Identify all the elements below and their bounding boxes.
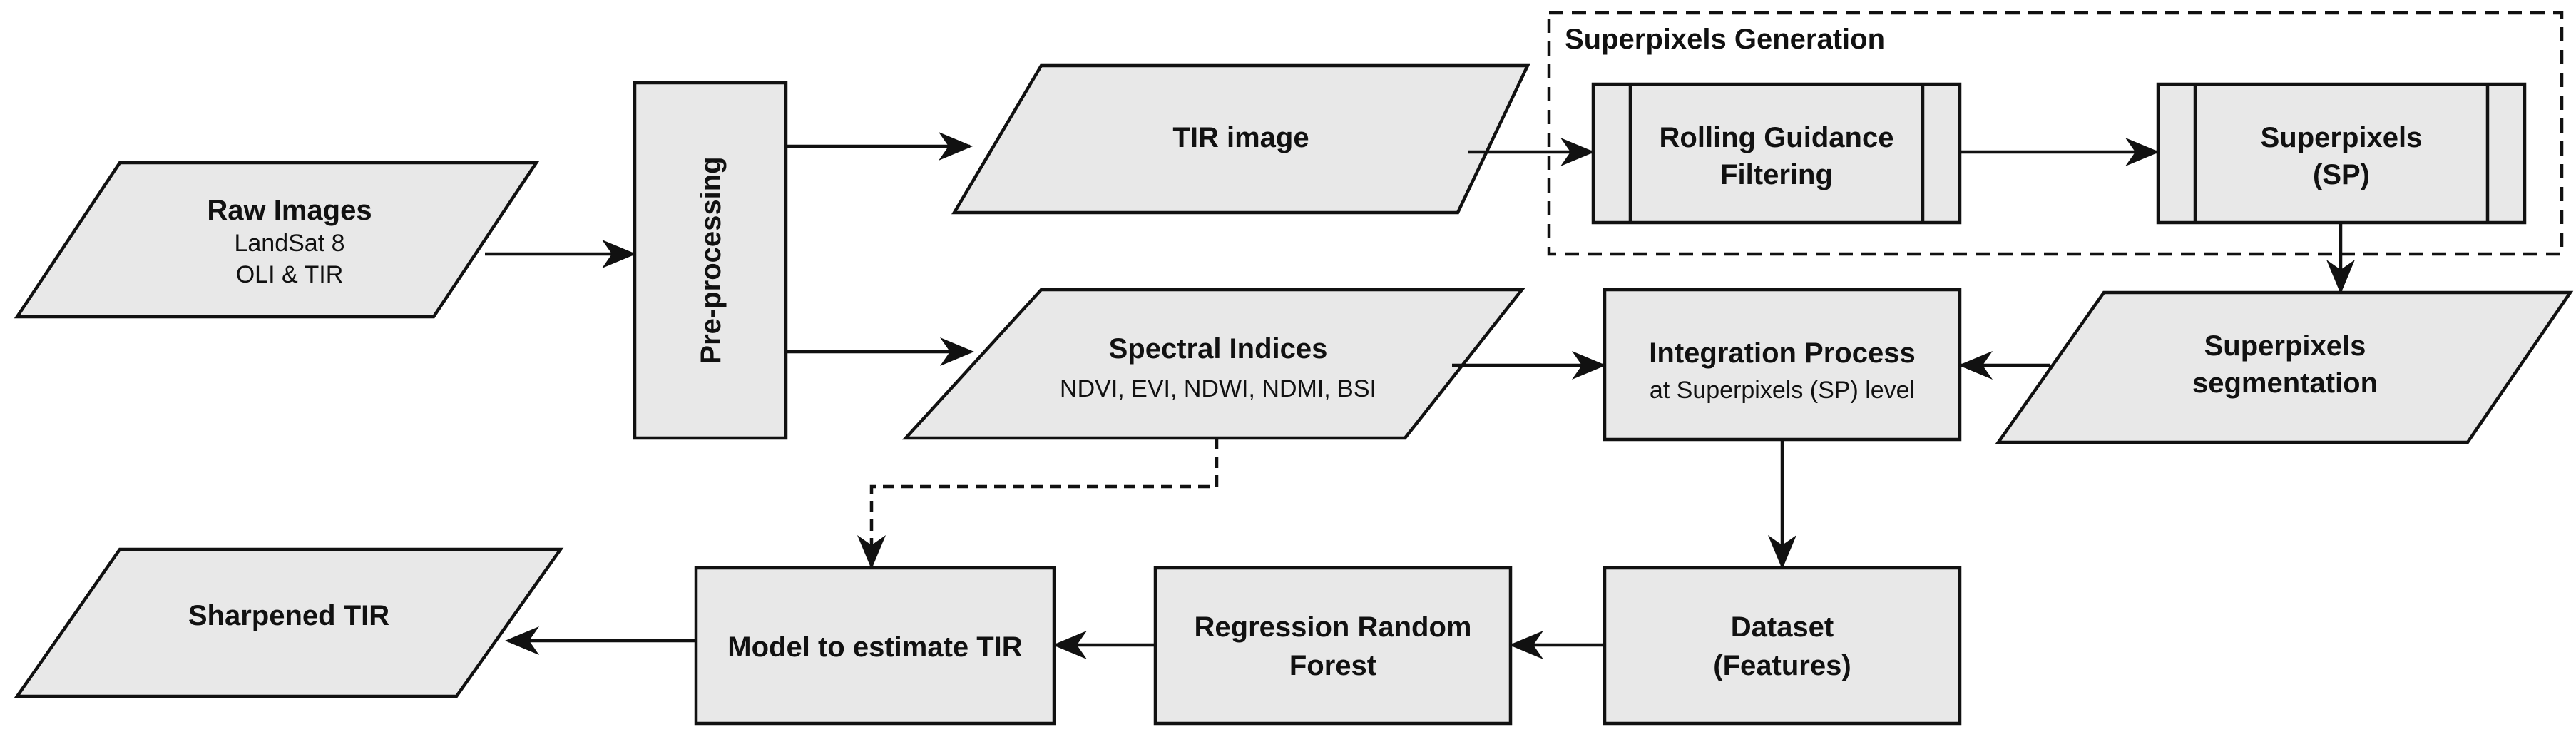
preprocessing-title: Pre-processing (695, 156, 727, 364)
preprocessing-shape (633, 81, 788, 440)
rolling-guidance-line1: Rolling Guidance (1660, 122, 1894, 153)
model-node: Model to estimate TIR (694, 566, 1056, 726)
sharpened-tir-title: Sharpened TIR (188, 600, 389, 631)
tir-image-title: TIR image (1172, 122, 1309, 153)
regression-random-forest-node: Regression Random Forest (1153, 566, 1513, 726)
superpixels-segmentation-shape (1995, 290, 2574, 444)
dataset-line1: Dataset (1731, 611, 1834, 643)
sharpened-tir-node: Sharpened TIR (14, 547, 564, 698)
regression-random-forest-line2: Forest (1289, 650, 1376, 681)
spectral-indices-title: Spectral Indices (1109, 333, 1328, 365)
raw-images-node: Raw Images LandSat 8 OLI & TIR (14, 161, 540, 319)
regression-random-forest-line1: Regression Random (1195, 611, 1472, 643)
model-shape (694, 566, 1056, 726)
spectral-indices-node: Spectral Indices NDVI, EVI, NDWI, NDMI, … (901, 288, 1525, 440)
raw-images-line1: LandSat 8 (234, 230, 344, 257)
superpixels-segmentation-line1: Superpixels (2204, 330, 2366, 362)
integration-process-node: Integration Process at Superpixels (SP) … (1603, 288, 1962, 442)
superpixels-segmentation-line2: segmentation (2192, 367, 2378, 399)
connectors (485, 132, 2355, 659)
superpixels-shape (2156, 82, 2527, 225)
dataset-node: Dataset (Features) (1603, 566, 1962, 726)
regression-random-forest-shape (1153, 566, 1513, 726)
dataset-line2: (Features) (1713, 650, 1851, 681)
raw-images-title: Raw Images (207, 195, 372, 226)
superpixels-node: Superpixels (SP) (2156, 82, 2527, 225)
spectral-indices-subtitle: NDVI, EVI, NDWI, NDMI, BSI (1060, 375, 1376, 402)
tir-image-node: TIR image (951, 63, 1530, 215)
raw-images-shape (14, 161, 540, 319)
group-border (1547, 11, 2564, 256)
superpixels-line2: (SP) (2313, 159, 2370, 190)
model-title: Model to estimate TIR (727, 631, 1022, 663)
rolling-guidance-shape (1591, 82, 1962, 225)
spectral-indices-shape (901, 288, 1525, 440)
rolling-guidance-node: Rolling Guidance Filtering (1591, 82, 1962, 225)
raw-images-line2: OLI & TIR (236, 261, 344, 288)
superpixels-segmentation-node: Superpixels segmentation (1995, 290, 2574, 444)
superpixels-line1: Superpixels (2261, 122, 2423, 153)
preprocessing-node: Pre-processing (633, 81, 788, 440)
sharpened-tir-shape (14, 547, 564, 698)
dataset-shape (1603, 566, 1962, 726)
group-title: Superpixels Generation (1565, 24, 1885, 55)
integration-process-subtitle: at Superpixels (SP) level (1650, 377, 1915, 404)
arrow-spectral-to-model-dashed (857, 438, 1219, 569)
tir-image-shape (951, 63, 1530, 215)
integration-process-title: Integration Process (1649, 337, 1915, 369)
superpixels-generation-group: Superpixels Generation (1547, 11, 2564, 256)
rolling-guidance-line2: Filtering (1720, 159, 1833, 190)
